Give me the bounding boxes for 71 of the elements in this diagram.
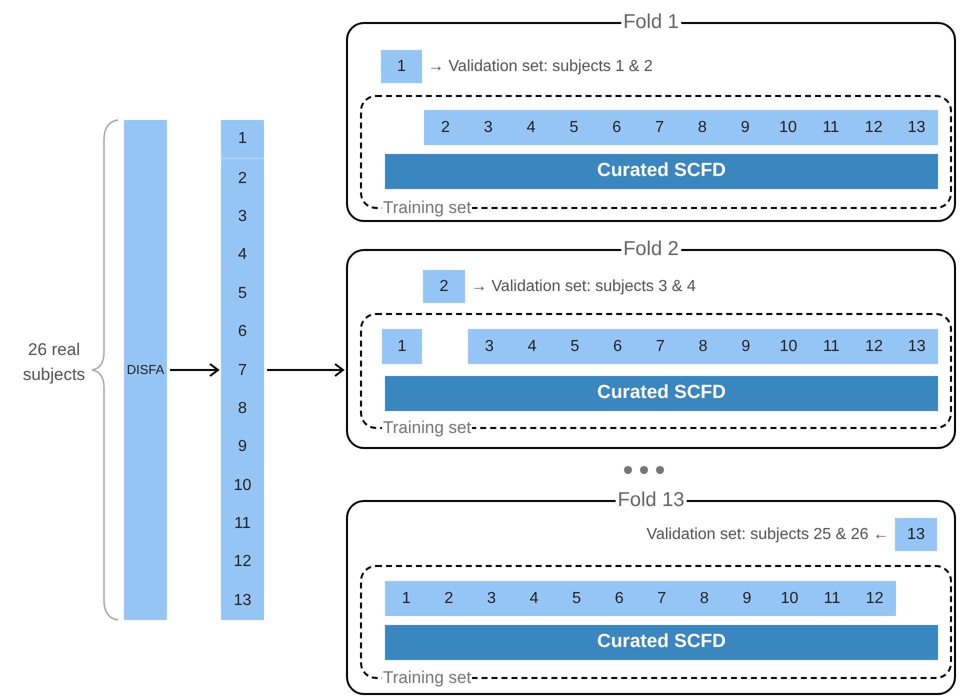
subject-number: 7 xyxy=(656,336,665,356)
subject-number: 10 xyxy=(780,336,798,356)
subject-row xyxy=(385,581,896,616)
validation-note: → Validation set: subjects 3 & 4 xyxy=(471,276,696,296)
subject-number: 12 xyxy=(864,118,883,138)
subject-number: 6 xyxy=(613,336,622,356)
subject-number: 8 xyxy=(698,336,708,356)
dataset-bar xyxy=(385,376,938,411)
subject-number: 8 xyxy=(700,588,709,608)
subject-number: 7 xyxy=(655,118,664,138)
dataset-label: Curated SCFD xyxy=(597,381,726,406)
subject-number: 3 xyxy=(484,118,493,138)
subject-number: 2 xyxy=(238,168,247,189)
subject-number: 12 xyxy=(865,336,883,356)
subject-number: 10 xyxy=(780,588,798,608)
subject-number: 12 xyxy=(866,588,884,608)
subject-number: 8 xyxy=(698,118,707,138)
subject-number: 9 xyxy=(741,336,750,356)
subject-number: 9 xyxy=(742,588,752,608)
subject-number: 2 xyxy=(440,276,448,296)
subject-row xyxy=(424,110,938,145)
count-label: 26 real subjects xyxy=(22,340,86,384)
arrow xyxy=(170,363,219,377)
subject-number: 13 xyxy=(908,336,926,356)
subject-number: 5 xyxy=(569,118,578,138)
subject-number: 7 xyxy=(657,588,666,608)
subject-number: 6 xyxy=(614,588,624,608)
dataset-label: Curated SCFD xyxy=(597,159,726,184)
subject-number: 4 xyxy=(238,245,247,266)
subject-number: 9 xyxy=(740,118,750,138)
validation-note: → Validation set: subjects 1 & 2 xyxy=(428,56,653,76)
arrow xyxy=(267,363,344,377)
dataset-label: DISFA xyxy=(126,361,164,380)
subject-number: 3 xyxy=(486,588,496,608)
subject-column xyxy=(221,120,264,620)
subject-number: 12 xyxy=(234,552,252,572)
subject-number: 7 xyxy=(238,360,247,381)
subject-number: 5 xyxy=(572,588,582,608)
subject-number: 3 xyxy=(238,206,247,227)
dataset-bar xyxy=(385,154,938,189)
subject-number: 4 xyxy=(530,588,538,608)
subject-number: 11 xyxy=(822,336,840,356)
subject-number: 11 xyxy=(822,118,840,138)
subject-number: 1 xyxy=(397,56,406,76)
subject-number: 10 xyxy=(779,118,797,138)
subject-number: 2 xyxy=(440,118,450,138)
subject-number: 6 xyxy=(612,118,622,138)
subject-row xyxy=(382,329,422,364)
subject-number: 13 xyxy=(907,524,925,544)
validation-note: Validation set: subjects 25 & 26 ← xyxy=(646,524,889,544)
subject-number: 2 xyxy=(444,588,454,608)
subject-number: 9 xyxy=(238,437,247,458)
subject-number: 5 xyxy=(238,284,247,304)
subject-number: 11 xyxy=(234,514,251,534)
dataset-bar xyxy=(124,120,167,620)
subject-number: 1 xyxy=(402,588,411,608)
subject-number: 8 xyxy=(238,398,247,419)
subject-number: 13 xyxy=(908,118,926,138)
subject-number: 4 xyxy=(526,118,536,138)
subject-row xyxy=(468,329,938,364)
subject-number: 5 xyxy=(570,336,580,356)
subject-number: 1 xyxy=(238,129,247,150)
subject-number: 4 xyxy=(528,336,537,356)
subject-number: 6 xyxy=(238,322,247,342)
subject-number: 13 xyxy=(234,590,252,611)
subject-number: 3 xyxy=(484,336,494,356)
subject-number: 10 xyxy=(234,476,252,496)
subject-number: 1 xyxy=(398,336,406,356)
dataset-bar xyxy=(385,625,938,660)
dataset-label: Curated SCFD xyxy=(597,630,726,654)
subject-number: 11 xyxy=(824,588,840,608)
